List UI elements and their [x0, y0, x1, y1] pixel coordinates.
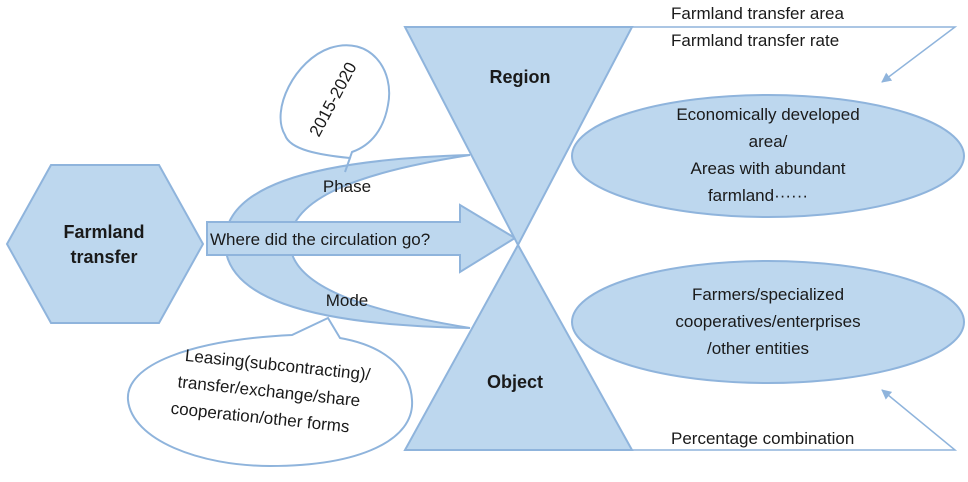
object-indicator-connector: [632, 389, 958, 451]
main-arrow-label: Where did the circulation go?: [210, 230, 430, 249]
object-ellipse-line: cooperatives/enterprises: [675, 312, 860, 331]
mode-bubble: [126, 316, 414, 468]
region-ellipse: [571, 94, 965, 218]
main-arrow: [206, 203, 517, 274]
phase-mode-crescent: [223, 154, 471, 329]
object-ellipse: [571, 260, 965, 384]
region-ellipse-line: area/: [749, 132, 788, 151]
region-triangle: [403, 26, 634, 248]
region-indicator-1: Farmland transfer area: [671, 4, 844, 23]
object-ellipse-line: Farmers/specialized: [692, 285, 844, 304]
region-ellipse-line: Economically developed: [676, 105, 859, 124]
center-node-label-line1: Farmland: [63, 222, 144, 242]
mode-label: Mode: [326, 291, 369, 310]
center-node-label-line2: transfer: [70, 247, 137, 267]
object-label: Object: [487, 372, 543, 392]
region-label: Region: [490, 67, 551, 87]
object-triangle: [403, 242, 634, 451]
phase-label: Phase: [323, 177, 371, 196]
phase-bubble: [279, 44, 391, 173]
region-indicator-connector: [632, 26, 958, 83]
farmland-transfer-hexagon: [5, 164, 205, 324]
region-ellipse-line: farmland······: [708, 186, 808, 205]
region-ellipse-line: Areas with abundant: [691, 159, 846, 178]
region-indicator-2: Farmland transfer rate: [671, 31, 839, 50]
object-indicator: Percentage combination: [671, 429, 854, 448]
object-ellipse-line: /other entities: [707, 339, 809, 358]
